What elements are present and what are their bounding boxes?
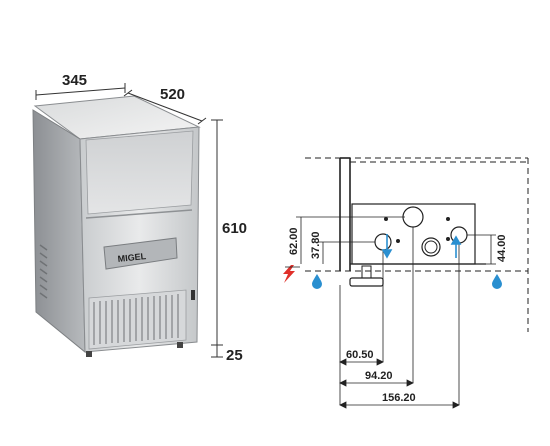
dim-62: 62.00 [288, 227, 300, 255]
side-vent [39, 244, 48, 299]
horizontal-dim-lines [339, 358, 460, 409]
connection-drawing [305, 157, 529, 405]
water-flow-arrows [381, 234, 462, 259]
feet-dimension [211, 345, 223, 358]
height-label: 610 [222, 220, 247, 237]
brand-logo: MIGEL [117, 251, 147, 264]
power-switch [191, 290, 195, 300]
front-grille [93, 294, 179, 345]
electric-bolt-icon [283, 265, 300, 283]
ice-machine-illustration: MIGEL [32, 95, 201, 357]
foot [86, 351, 92, 357]
vertical-dim-lines [296, 216, 496, 265]
dim-37-8: 37.80 [310, 231, 322, 259]
width-label: 345 [62, 72, 87, 89]
width-dimension [35, 83, 126, 100]
water-drop-icon [312, 274, 322, 289]
dim-94-2: 94.20 [365, 370, 393, 382]
water-drop-icon [492, 274, 502, 289]
feet-label: 25 [226, 347, 243, 364]
depth-dimension [123, 89, 207, 125]
dim-156-2: 156.20 [382, 392, 416, 404]
foot [177, 342, 183, 348]
dim-44: 44.00 [496, 234, 508, 262]
depth-label: 520 [160, 86, 185, 103]
dim-60-5: 60.50 [346, 349, 374, 361]
